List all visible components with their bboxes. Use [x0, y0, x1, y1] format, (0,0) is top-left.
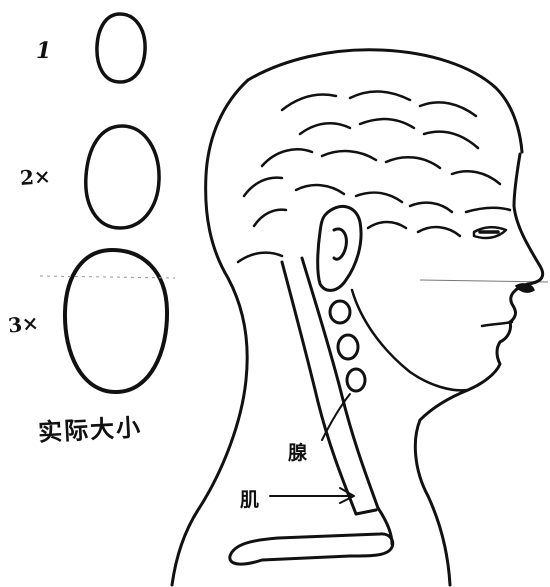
- size-oval-2: [86, 126, 159, 228]
- gland-pointer: [322, 394, 350, 440]
- head-profile: [172, 50, 543, 585]
- scale-label-1x: 1: [36, 38, 51, 64]
- mouth: [482, 322, 512, 326]
- scale-label-3x: 3×: [7, 310, 40, 337]
- reference-line-right: [420, 280, 548, 282]
- annotation-pointers: [270, 394, 354, 503]
- lymph-nodes: [330, 301, 365, 391]
- size-oval-1: [97, 14, 145, 82]
- size-oval-3: [65, 250, 167, 392]
- eye: [466, 208, 510, 238]
- nostril: [516, 284, 534, 292]
- scale-label-2x: 2×: [19, 164, 51, 190]
- hair-strokes: [238, 91, 500, 262]
- ear: [318, 206, 361, 290]
- gland-label: 腺: [288, 438, 307, 465]
- reference-line-left: [40, 276, 175, 278]
- neck-muscle-band: [230, 258, 393, 564]
- muscle-label: 肌: [240, 485, 259, 512]
- actual-size-caption: 实际大小: [37, 407, 143, 447]
